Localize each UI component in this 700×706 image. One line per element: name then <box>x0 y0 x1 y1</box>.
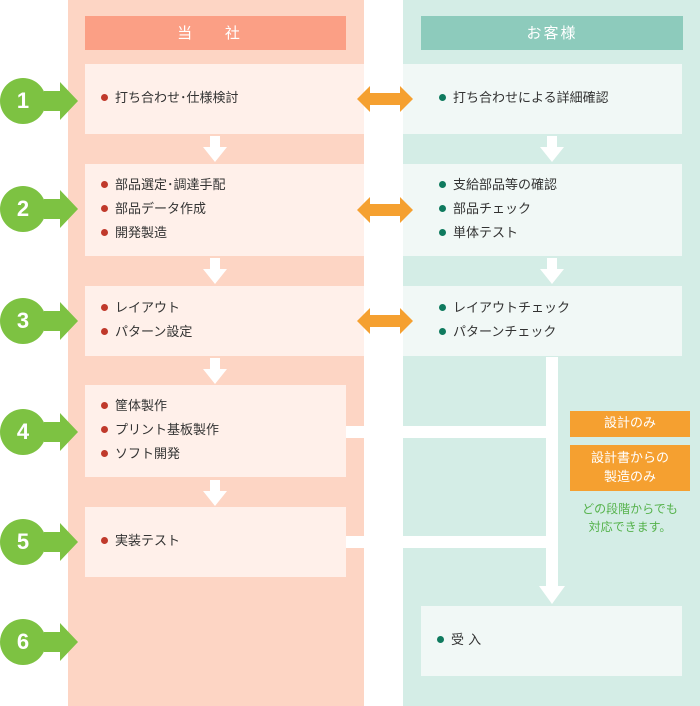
list-item: 受 入 <box>437 629 682 653</box>
step-marker-3: 3 <box>0 298 80 344</box>
customer-step-3-box: レイアウトチェック パターンチェック <box>403 286 682 356</box>
arrow-down-icon <box>540 136 564 162</box>
connector-line-5 <box>346 536 552 548</box>
list-item: 部品選定･調達手配 <box>101 174 364 198</box>
customer-step-1-box: 打ち合わせによる詳細確認 <box>403 64 682 134</box>
exchange-arrow-icon <box>357 86 413 112</box>
company-step-3-box: レイアウト パターン設定 <box>85 286 364 356</box>
manufacturing-only-tag: 設計書からの 製造のみ <box>570 445 690 491</box>
list-item: 部品チェック <box>439 198 682 222</box>
customer-step-2-box: 支給部品等の確認 部品チェック 単体テスト <box>403 164 682 256</box>
design-only-tag: 設計のみ <box>570 411 690 437</box>
list-item: 支給部品等の確認 <box>439 174 682 198</box>
list-item: パターン設定 <box>101 321 364 345</box>
arrow-down-icon <box>203 480 227 506</box>
step-marker-2: 2 <box>0 186 80 232</box>
company-step-2-box: 部品選定･調達手配 部品データ作成 開発製造 <box>85 164 364 256</box>
arrow-down-icon <box>203 358 227 384</box>
company-header: 当 社 <box>85 16 346 50</box>
list-item: 開発製造 <box>101 222 364 246</box>
list-item: ソフト開発 <box>101 443 346 467</box>
exchange-arrow-icon <box>357 308 413 334</box>
flow-arrow-down-icon <box>539 586 565 604</box>
list-item: パターンチェック <box>439 321 682 345</box>
customer-header: お客様 <box>421 16 683 50</box>
list-item: 打ち合わせ･仕様検討 <box>101 87 364 111</box>
list-item: レイアウト <box>101 297 364 321</box>
step-marker-5: 5 <box>0 519 80 565</box>
company-step-1-box: 打ち合わせ･仕様検討 <box>85 64 364 134</box>
arrow-down-icon <box>203 136 227 162</box>
company-step-5-box: 実装テスト <box>85 507 346 577</box>
list-item: レイアウトチェック <box>439 297 682 321</box>
customer-step-6-box: 受 入 <box>421 606 682 676</box>
exchange-arrow-icon <box>357 197 413 223</box>
list-item: 実装テスト <box>101 530 346 554</box>
arrow-down-icon <box>540 258 564 284</box>
arrow-down-icon <box>203 258 227 284</box>
any-stage-note: どの段階からでも 対応できます。 <box>582 502 678 534</box>
list-item: 筐体製作 <box>101 395 346 419</box>
connector-line-4 <box>346 426 552 438</box>
step-marker-6: 6 <box>0 619 80 665</box>
company-step-4-box: 筐体製作 プリント基板製作 ソフト開発 <box>85 385 346 477</box>
list-item: プリント基板製作 <box>101 419 346 443</box>
list-item: 打ち合わせによる詳細確認 <box>439 87 682 111</box>
step-marker-1: 1 <box>0 78 80 124</box>
list-item: 部品データ作成 <box>101 198 364 222</box>
vertical-flow-line <box>546 357 558 589</box>
step-marker-4: 4 <box>0 409 80 455</box>
list-item: 単体テスト <box>439 222 682 246</box>
